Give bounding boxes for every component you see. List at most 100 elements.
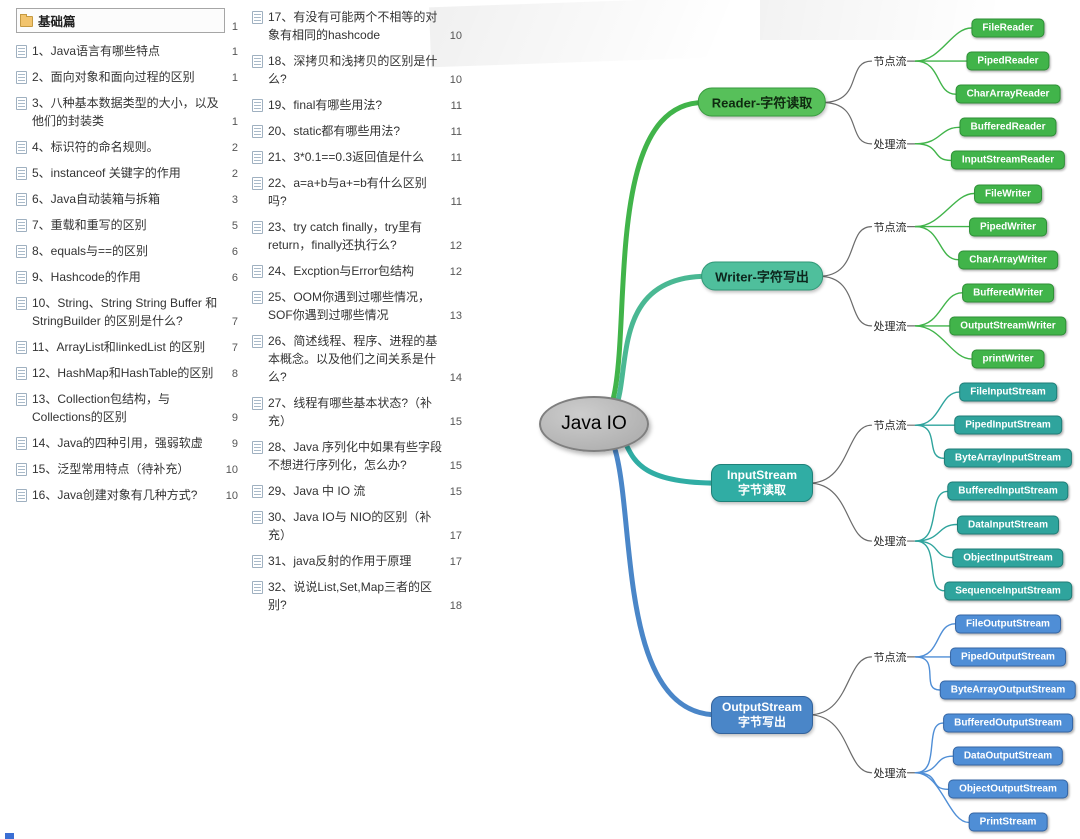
leaf-node: PipedOutputStream: [950, 647, 1066, 667]
leaf-node: DataInputStream: [956, 515, 1060, 534]
document-icon: [252, 177, 263, 190]
leaf-node: SequenceInputStream: [944, 581, 1072, 601]
toc-item[interactable]: 10、String、String String Buffer 和 StringB…: [16, 294, 238, 330]
mindmap-root-node: Java IO: [539, 396, 649, 452]
toc-page-number: 17: [449, 555, 462, 568]
toc-item-text: 10、String、String String Buffer 和 StringB…: [32, 296, 218, 328]
document-icon: [16, 245, 27, 258]
toc-page-number: 11: [450, 99, 462, 112]
toc-item[interactable]: 4、标识符的命名规则。2: [16, 138, 238, 156]
toc-item[interactable]: 23、try catch finally，try里有return，finally…: [252, 218, 462, 254]
document-icon: [16, 167, 27, 180]
leaf-node: PipedWriter: [969, 217, 1047, 237]
toc-item[interactable]: 15、泛型常用特点（待补充）10: [16, 460, 238, 478]
toc-item-text: 28、Java 序列化中如果有些字段不想进行序列化，怎么办?: [268, 440, 443, 472]
toc-item-text: 25、OOM你遇到过哪些情况，SOF你遇到过哪些情况: [268, 290, 431, 322]
toc-item-text: 22、a=a+b与a+=b有什么区别吗?: [268, 176, 427, 208]
document-icon: [16, 97, 27, 110]
branch-node-outputstream: OutputStream 字节写出: [711, 695, 813, 734]
toc-item[interactable]: 27、线程有哪些基本状态?（补充） 15: [252, 394, 462, 430]
leaf-node: BufferedInputStream: [947, 481, 1069, 501]
document-icon: [252, 555, 263, 568]
leaf-node: FileInputStream: [959, 382, 1057, 402]
toc-item-text: 18、深拷贝和浅拷贝的区别是什么?: [268, 54, 438, 86]
toc-item-text: 27、线程有哪些基本状态?（补充）: [268, 396, 433, 428]
toc-page-number: 15: [449, 485, 462, 498]
toc-page-number: 15: [449, 415, 462, 428]
toc-item-text: 8、equals与==的区别: [32, 244, 149, 258]
leaf-node: BufferedOutputStream: [943, 713, 1073, 733]
document-icon: [16, 463, 27, 476]
stream-type-label: 处理流: [873, 138, 907, 151]
toc-item[interactable]: 19、final有哪些用法?11: [252, 96, 462, 114]
toc-item[interactable]: 32、说说List,Set,Map三者的区别?18: [252, 578, 462, 614]
toc-page-number: 1: [231, 45, 238, 58]
document-icon: [16, 297, 27, 310]
document-icon: [252, 397, 263, 410]
toc-item[interactable]: 16、Java创建对象有几种方式?10: [16, 486, 238, 504]
toc-item[interactable]: 28、Java 序列化中如果有些字段不想进行序列化，怎么办?15: [252, 438, 462, 474]
toc-item[interactable]: 30、Java IO与 NIO的区别（补充）17: [252, 508, 462, 544]
document-icon: [16, 45, 27, 58]
toc-page-number: 11: [450, 195, 462, 208]
toc-page-number: 6: [231, 245, 238, 258]
toc-item-text: 20、static都有哪些用法?: [268, 124, 401, 138]
toc-item-text: 13、Collection包结构，与Collections的区别: [32, 392, 171, 424]
toc-item-text: 1、Java语言有哪些特点: [32, 44, 161, 58]
toc-page-number: 10: [449, 29, 462, 42]
document-icon: [16, 71, 27, 84]
page-corner-artifact: [5, 833, 14, 839]
toc-page-number: 10: [449, 73, 462, 86]
toc-item[interactable]: 20、static都有哪些用法? 11: [252, 122, 462, 140]
toc-item[interactable]: 18、深拷贝和浅拷贝的区别是什么? 10: [252, 52, 462, 88]
document-icon: [252, 441, 263, 454]
toc-page-number: 11: [450, 151, 462, 164]
toc-item-text: 4、标识符的命名规则。: [32, 140, 159, 154]
toc-page-number: 6: [231, 271, 238, 284]
toc-page-number: 1: [231, 21, 238, 33]
document-icon: [16, 141, 27, 154]
toc-item-text: 14、Java的四种引用，强弱软虚: [32, 436, 203, 450]
toc-item-text: 3、八种基本数据类型的大小，以及他们的封装类: [32, 96, 219, 128]
toc-section-header[interactable]: 基础篇 1: [16, 8, 238, 33]
stream-type-label: 节点流: [873, 56, 907, 69]
document-icon: [252, 335, 263, 348]
leaf-node: ByteArrayInputStream: [943, 448, 1073, 468]
toc-item[interactable]: 21、3*0.1==0.3返回值是什么 11: [252, 148, 462, 166]
toc-page-number: 11: [450, 125, 462, 138]
toc-page-number: 17: [449, 529, 462, 542]
toc-item[interactable]: 26、简述线程、程序、进程的基本概念。以及他们之间关系是什么?14: [252, 332, 462, 386]
document-icon: [252, 221, 263, 234]
toc-item[interactable]: 8、equals与==的区别 6: [16, 242, 238, 260]
document-icon: [252, 99, 263, 112]
leaf-node: FileOutputStream: [955, 614, 1061, 634]
stream-type-label: 处理流: [873, 536, 907, 549]
toc-item[interactable]: 22、a=a+b与a+=b有什么区别吗? 11: [252, 174, 462, 210]
toc-item[interactable]: 1、Java语言有哪些特点 1: [16, 42, 238, 60]
toc-item-text: 11、ArrayList和linkedList 的区别: [32, 340, 206, 354]
leaf-node: OutputStreamWriter: [949, 316, 1067, 336]
leaf-node: CharArrayWriter: [958, 250, 1058, 270]
document-icon: [16, 219, 27, 232]
stream-type-label: 节点流: [873, 651, 907, 664]
toc-item-text: 23、try catch finally，try里有return，finally…: [268, 220, 423, 252]
toc-page-number: 3: [231, 193, 238, 206]
leaf-node: CharArrayReader: [955, 84, 1061, 104]
toc-page-number: 12: [449, 239, 462, 252]
toc-item-text: 21、3*0.1==0.3返回值是什么: [268, 150, 425, 164]
